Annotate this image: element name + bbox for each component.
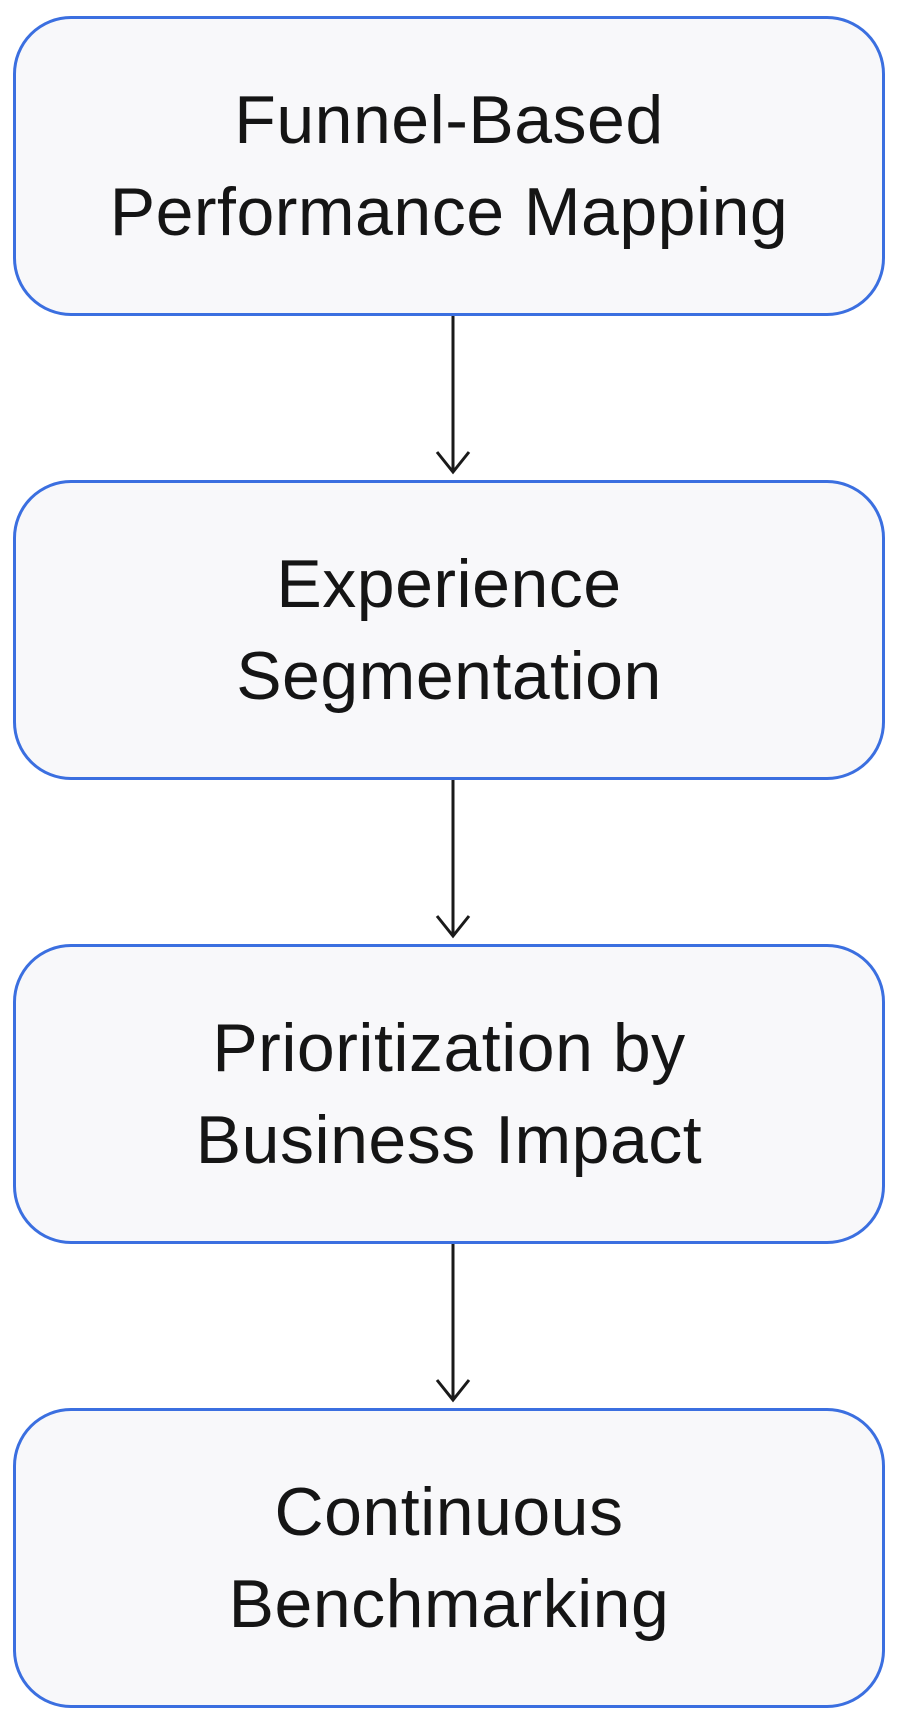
- step-text: Experience Segmentation: [236, 538, 662, 722]
- step-label-line-1: Continuous: [274, 1474, 624, 1550]
- down-arrow-icon: [435, 780, 471, 939]
- step-experience-segmentation: Experience Segmentation: [13, 480, 885, 780]
- step-text: Funnel-Based Performance Mapping: [110, 74, 789, 258]
- step-funnel-based-performance-mapping: Funnel-Based Performance Mapping: [13, 16, 885, 316]
- step-continuous-benchmarking: Continuous Benchmarking: [13, 1408, 885, 1708]
- step-label-line-2: Segmentation: [236, 638, 662, 714]
- step-label-line-2: Benchmarking: [228, 1566, 670, 1642]
- down-arrow-icon: [435, 316, 471, 475]
- step-prioritization-by-business-impact: Prioritization by Business Impact: [13, 944, 885, 1244]
- step-label-line-2: Business Impact: [195, 1102, 703, 1178]
- step-label-line-2: Performance Mapping: [109, 174, 789, 250]
- step-text: Prioritization by Business Impact: [196, 1002, 702, 1186]
- step-label-line-1: Experience: [276, 546, 622, 622]
- down-arrow-icon: [435, 1244, 471, 1403]
- step-label-line-1: Funnel-Based: [234, 82, 664, 158]
- step-label-line-1: Prioritization by: [212, 1010, 686, 1086]
- step-text: Continuous Benchmarking: [229, 1466, 670, 1650]
